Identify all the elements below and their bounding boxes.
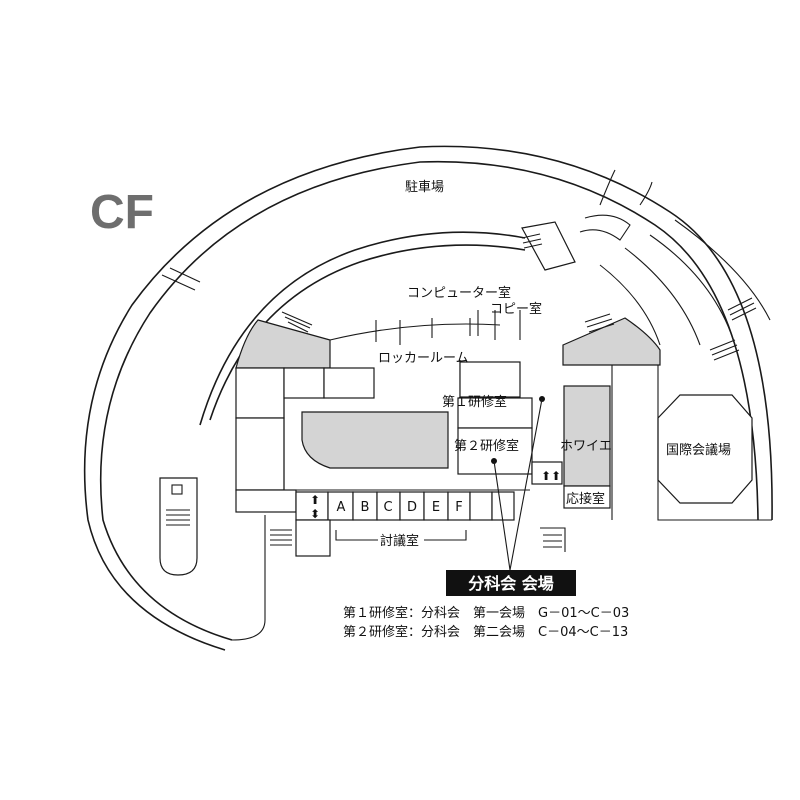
room-left-3 <box>283 367 325 399</box>
stair-right-1 <box>584 313 615 333</box>
discussion-room-g <box>469 491 493 521</box>
room-left-4 <box>323 367 375 399</box>
outer-wall <box>83 145 773 651</box>
discussion-elevator <box>295 491 329 521</box>
elevator-up-icon: ⬆ <box>541 469 551 483</box>
room-left-2 <box>235 417 285 491</box>
elevator-symbol <box>171 484 183 495</box>
label-locker-room: ロッカールーム <box>378 351 469 366</box>
right-wing-wall <box>611 364 772 521</box>
room-lower-left <box>295 519 331 557</box>
elevator-right <box>531 461 563 485</box>
pointer-lines <box>493 398 543 571</box>
discussion-room-e <box>423 491 449 521</box>
label-parking: 駐車場 <box>405 180 444 195</box>
discussion-bracket <box>335 530 467 541</box>
discussion-room-b <box>352 491 378 521</box>
room-label-f: F <box>455 500 462 515</box>
foyer-area <box>563 385 611 487</box>
left-stair-tower <box>159 477 198 576</box>
room-label-e: E <box>432 500 440 515</box>
gray-zone-left <box>235 319 331 369</box>
label-reception-room: 応接室 <box>566 491 605 507</box>
label-discussion-room: 討議室 <box>380 533 419 549</box>
elevator-icon-2: ⬍ <box>310 507 320 521</box>
outer-wall-inner <box>99 160 759 641</box>
right-corridor-1 <box>599 264 661 346</box>
top-right-line <box>599 169 653 206</box>
label-seminar-room-1: 第１研修室 <box>442 394 507 410</box>
session-badge-text: 分科会 会場 <box>468 574 554 593</box>
stair-lower-left <box>270 529 292 546</box>
room-label-d: D <box>407 500 417 515</box>
stair-lines <box>166 509 190 526</box>
label-computer-room: コンピューター室 <box>407 285 511 301</box>
room-left-1 <box>235 367 285 419</box>
stair-right-2 <box>709 339 740 361</box>
right-corridor-4 <box>674 219 771 321</box>
discussion-room-d <box>399 491 425 521</box>
label-seminar-room-2: 第２研修室 <box>454 438 519 454</box>
room-upper <box>459 361 521 398</box>
elevator-icon-1: ⬆ <box>310 493 320 507</box>
reception-room <box>563 485 611 509</box>
note-seminar-1: 第１研修室：分科会 第一会場 G－01～C－03 <box>343 605 629 621</box>
discussion-room-a <box>327 491 354 521</box>
inner-wall-2 <box>199 231 526 426</box>
right-corridor-2 <box>624 247 701 346</box>
stair-right-3 <box>727 297 757 321</box>
room-label-b: B <box>361 500 370 515</box>
floor-label: CF <box>90 186 154 239</box>
left-wall-marker <box>161 267 201 291</box>
room-label-a: A <box>337 500 346 515</box>
right-corridor-3 <box>649 234 736 346</box>
note-seminar-2: 第２研修室：分科会 第二会場 C－04～C－13 <box>343 624 628 640</box>
gray-zone-right <box>562 317 661 366</box>
label-international-hall: 国際会議場 <box>666 443 731 458</box>
top-ramp <box>579 214 631 241</box>
room-label-c: C <box>383 500 392 515</box>
top-core-stair <box>521 233 543 249</box>
top-core <box>521 221 576 271</box>
label-copy-room: コピー室 <box>490 301 542 317</box>
label-foyer: ホワイエ <box>560 439 612 454</box>
locker-wall <box>329 310 521 345</box>
stair-lower-right <box>540 527 566 552</box>
elevator-up-icon-2: ⬆ <box>551 469 561 483</box>
left-wing <box>231 515 266 641</box>
room-left-5 <box>235 489 297 513</box>
stair-top-left <box>281 311 313 333</box>
session-badge <box>446 570 576 596</box>
gray-atrium <box>301 411 449 469</box>
discussion-room-h <box>491 491 515 521</box>
